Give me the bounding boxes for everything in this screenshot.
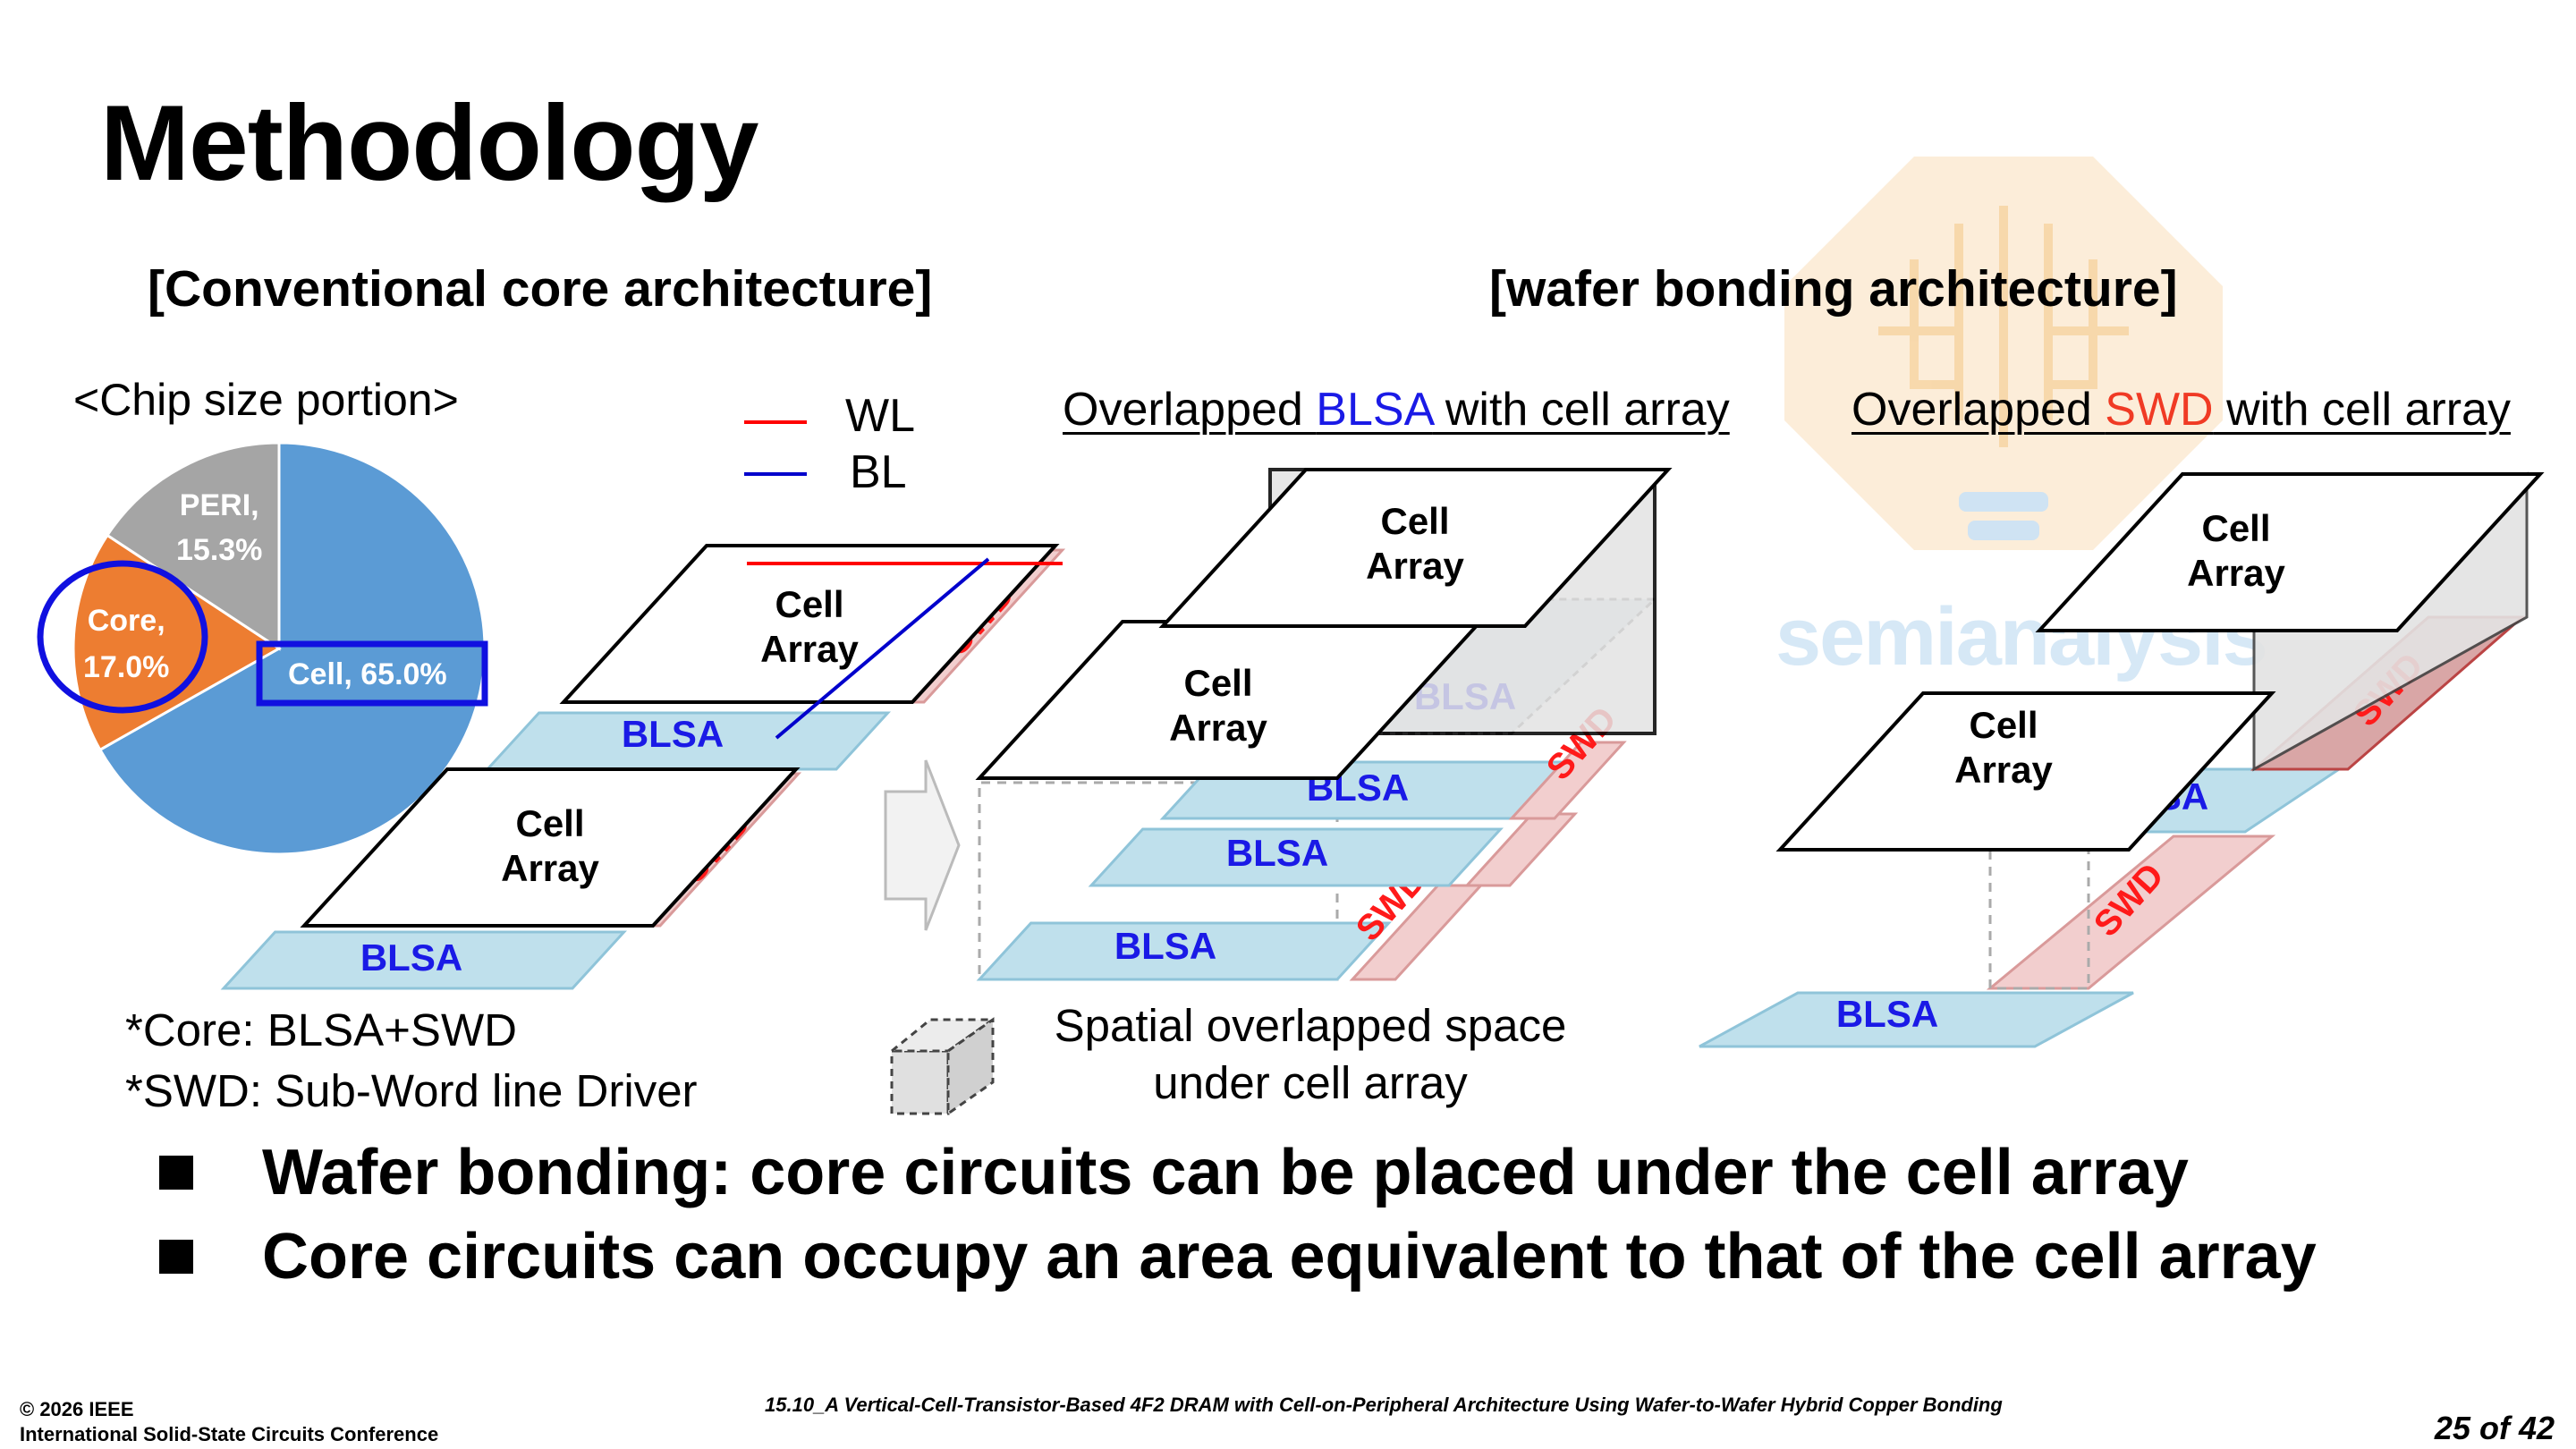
architecture-diagram: BLSASWDCellArrayBLSASWDCellArrayBLSASWDB…	[0, 0, 2545, 1116]
cell-array-label-line1: Cell	[775, 583, 843, 625]
bl-line	[775, 557, 990, 740]
pie-slice	[105, 441, 281, 651]
cell-array-plate	[1775, 691, 2276, 852]
pie-label-core: Core,17.0%	[83, 604, 170, 684]
swd-strip	[1508, 741, 1627, 820]
swd-strip	[1986, 835, 2276, 990]
cell-array-label-line2: Array	[501, 847, 599, 889]
blsa-strip	[1088, 827, 1504, 887]
blsa-strip	[976, 921, 1393, 981]
blsa-label: BLSA	[360, 936, 462, 979]
footer-copyright: © 2026 IEEE International Solid-State Ci…	[20, 1398, 439, 1445]
bullet-2: Core circuits can occupy an area equival…	[0, 1220, 2576, 1301]
legend-bl-line	[744, 472, 807, 476]
legend-bl-label: BL	[850, 446, 907, 498]
cell-array-plate	[300, 767, 801, 928]
cell-array-plate	[1158, 468, 1673, 628]
pie-label-peri: PERI,15.3%	[176, 488, 263, 567]
cell-array-label-line1: Cell	[1969, 704, 2038, 746]
legend-cube-icon	[890, 1049, 950, 1115]
section-title-conventional: [Conventional core architecture]	[148, 260, 933, 318]
legend-wl-line	[744, 420, 807, 424]
cell-array-label-line2: Array	[2187, 552, 2285, 594]
cell-array-label-line2: Array	[1366, 545, 1464, 587]
watermark-logo	[1784, 157, 2223, 550]
blsa-strip	[1699, 991, 2134, 1048]
cell-array-label-line2: Array	[1954, 749, 2053, 791]
cell-highlight-box	[256, 640, 488, 707]
blsa-label: BLSA	[1226, 832, 1328, 874]
note-swd-definition: *SWD: Sub-Word line Driver	[125, 1065, 698, 1116]
cell-array-plate	[2035, 472, 2545, 632]
caption-overlapped-swd: Overlapped SWD with cell array	[1852, 384, 2511, 436]
cell-array-label-line2: Array	[1169, 707, 1267, 749]
core-highlight-circle	[37, 560, 208, 714]
blsa-label: BLSA	[622, 713, 724, 755]
caption-overlapped-blsa: Overlapped BLSA with cell array	[1063, 384, 1730, 436]
swd-strip	[1463, 812, 1579, 887]
legend-cube-side	[946, 1017, 995, 1116]
bullet-square-icon	[159, 1240, 193, 1274]
pie-slice	[97, 441, 487, 856]
cell-array-label-line1: Cell	[515, 802, 584, 844]
pie-label-cell: Cell, 65.0%	[288, 657, 447, 691]
pie-title: <Chip size portion>	[73, 375, 459, 425]
cell-array-label-line1: Cell	[1183, 662, 1252, 704]
section-title-wafer: [wafer bonding architecture]	[1489, 260, 2178, 318]
pie-chart	[37, 441, 488, 856]
legend-cube-top	[887, 1018, 997, 1053]
page-number: 25 of 42	[2434, 1410, 2555, 1446]
legend-wl-label: WL	[845, 390, 915, 442]
bullet-square-icon	[159, 1156, 193, 1190]
cell-array-label-line1: Cell	[2201, 507, 2270, 549]
cell-array-label-line1: Cell	[1380, 500, 1449, 542]
swd-label: SWD	[0, 0, 42, 8]
bullet-1: Wafer bonding: core circuits can be plac…	[0, 1136, 2576, 1216]
footer-paper-title: 15.10_A Vertical-Cell-Transistor-Based 4…	[765, 1394, 2003, 1416]
note-core-definition: *Core: BLSA+SWD	[125, 1004, 517, 1055]
blsa-label: BLSA	[1114, 925, 1216, 967]
pie-slice	[72, 533, 282, 752]
blsa-strip	[220, 930, 628, 990]
arrow-icon	[884, 759, 961, 931]
cell-array-plate	[559, 544, 1060, 704]
slide-title: Methodology	[100, 83, 759, 203]
blsa-label: BLSA	[1836, 993, 1938, 1035]
cell-array-label-line2: Array	[760, 628, 859, 670]
